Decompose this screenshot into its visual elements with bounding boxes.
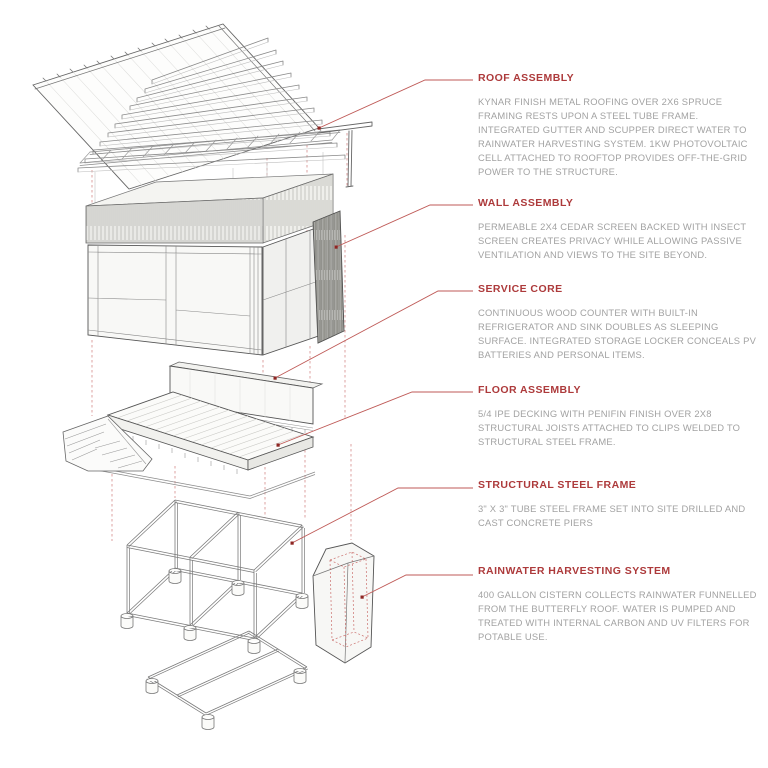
annotation-heading: WALL ASSEMBLY: [478, 197, 574, 209]
annotation-wall-assembly: WALL ASSEMBLY PERMEABLE 2X4 CEDAR SCREEN…: [478, 197, 766, 262]
annotation-body: KYNAR FINISH METAL ROOFING OVER 2X6 SPRU…: [478, 96, 748, 177]
leader-wall: [335, 204, 473, 248]
leader-steel-frame: [291, 487, 473, 544]
annotation-heading: RAINWATER HARVESTING SYSTEM: [478, 565, 671, 577]
annotation-body: CONTINUOUS WOOD COUNTER WITH BUILT-IN RE…: [478, 307, 757, 360]
annotation-roof-assembly: ROOF ASSEMBLY KYNAR FINISH METAL ROOFING…: [478, 72, 766, 178]
wall-assembly-drawing: [85, 173, 345, 356]
leader-lines: [273, 79, 473, 599]
leader-dot-roof: [317, 126, 321, 130]
frame-extension: [146, 630, 309, 716]
rainwater-cistern-drawing: [312, 542, 375, 664]
gutter-scupper: [317, 121, 373, 188]
leader-floor: [277, 391, 473, 446]
annotation-service-core: SERVICE CORE CONTINUOUS WOOD COUNTER WIT…: [478, 283, 766, 362]
leader-dot-floor: [276, 443, 280, 447]
leader-dot-rainwater: [360, 595, 364, 599]
wood-counter: [169, 365, 314, 425]
roof-rafters: [77, 37, 346, 173]
entry-ramp: [62, 415, 153, 472]
cistern-hidden-volume: [329, 551, 369, 648]
annotation-body: PERMEABLE 2X4 CEDAR SCREEN BACKED WITH I…: [478, 221, 747, 260]
annotation-heading: ROOF ASSEMBLY: [478, 72, 575, 84]
annotation-heading: SERVICE CORE: [478, 283, 563, 295]
steel-frame-drawing: [120, 499, 309, 730]
leader-dot-wall: [334, 245, 338, 249]
annotation-floor-assembly: FLOOR ASSEMBLY 5/4 IPE DECKING WITH PENI…: [478, 384, 766, 449]
cistern-box: [312, 542, 375, 664]
annotation-heading: FLOOR ASSEMBLY: [478, 384, 581, 396]
screen-wall-front: [87, 244, 263, 356]
annotation-heading: STRUCTURAL STEEL FRAME: [478, 479, 637, 491]
annotation-body: 400 GALLON CISTERN COLLECTS RAINWATER FU…: [478, 589, 757, 642]
leader-rainwater: [361, 574, 473, 598]
annotation-steel-frame: STRUCTURAL STEEL FRAME 3" X 3" TUBE STEE…: [478, 479, 766, 530]
leader-service-core: [274, 290, 473, 379]
annotation-rainwater-system: RAINWATER HARVESTING SYSTEM 400 GALLON C…: [478, 565, 766, 644]
leader-dot-steel-frame: [290, 541, 294, 545]
roof-assembly-drawing: [32, 23, 373, 190]
roof-steel-tube-frame: [79, 129, 341, 166]
floor-assembly-drawing: [62, 391, 316, 499]
leader-dot-service-core: [273, 376, 277, 380]
annotation-body: 3" X 3" TUBE STEEL FRAME SET INTO SITE D…: [478, 503, 746, 528]
leader-roof: [318, 79, 473, 129]
annotation-body: 5/4 IPE DECKING WITH PENIFIN FINISH OVER…: [478, 408, 741, 447]
service-core-drawing: [168, 361, 324, 433]
